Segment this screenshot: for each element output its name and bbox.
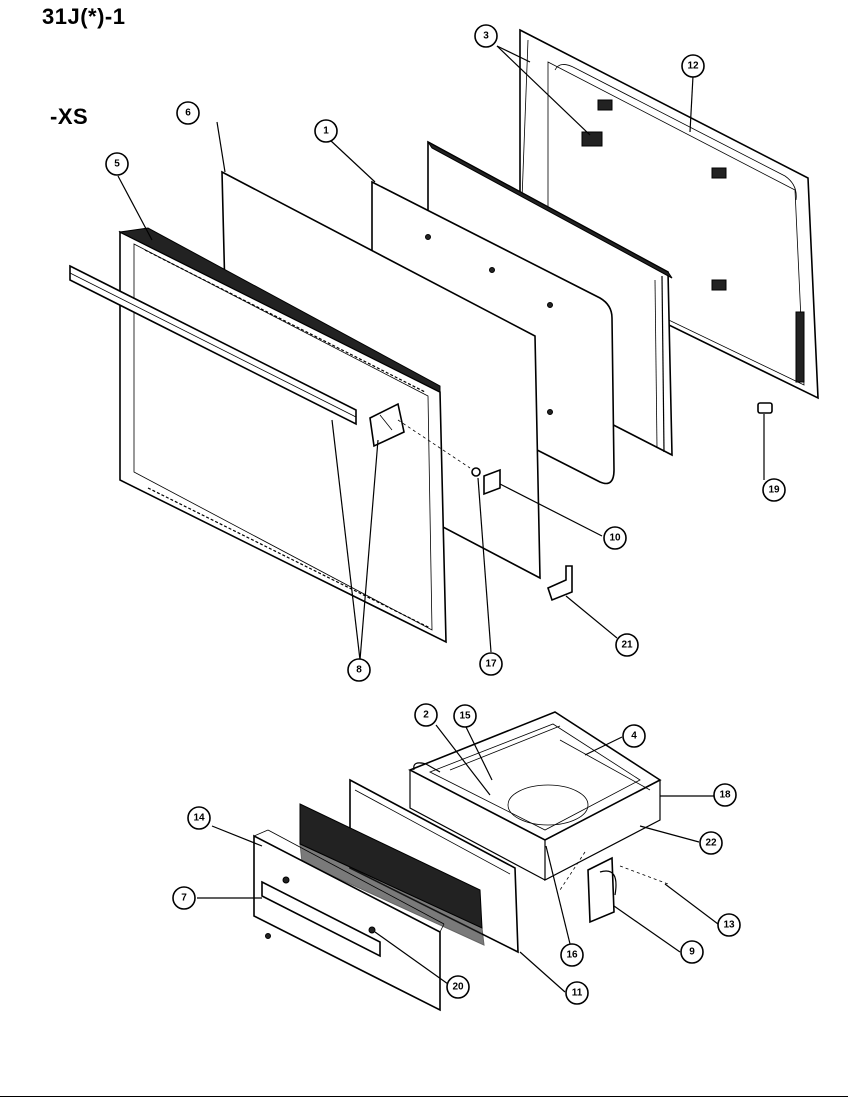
svg-text:3: 3 [483,31,489,42]
svg-text:20: 20 [452,982,464,993]
alignment-lines [397,419,669,891]
svg-text:12: 12 [687,61,699,72]
drawer-vent-grille [299,803,485,946]
callout-1: 1 [314,119,338,143]
leader-lines [117,45,765,993]
callout-5: 5 [105,152,129,176]
callout-6: 6 [176,101,200,125]
svg-text:2: 2 [423,710,429,721]
svg-text:8: 8 [356,665,362,676]
svg-text:11: 11 [572,988,583,999]
svg-text:6: 6 [185,108,191,119]
svg-text:16: 16 [566,950,578,961]
callouts: 1 2 3 4 5 6 7 8 9 10 11 12 13 14 15 16 1… [105,24,786,1005]
svg-text:18: 18 [719,790,731,801]
svg-text:15: 15 [459,711,471,722]
part-7-drawer-handle [261,876,381,958]
part-17-screw [471,467,481,477]
callout-12: 12 [681,54,705,78]
part-10-clip [483,468,501,496]
callout-22: 22 [699,831,723,855]
callout-14: 14 [187,806,211,830]
callout-16: 16 [560,943,584,967]
part-19-spacer [757,402,773,414]
callout-7: 7 [172,886,196,910]
model-suffix-label: -XS [50,104,89,129]
callout-15: 15 [453,704,477,728]
svg-text:5: 5 [114,159,120,170]
svg-text:4: 4 [631,731,637,742]
callout-19-lower: 20 [446,975,470,999]
part-14-drawer-front [253,829,445,1012]
svg-text:7: 7 [181,893,187,904]
callout-13: 13 [717,913,741,937]
callout-9: 9 [680,940,704,964]
svg-text:9: 9 [689,947,695,958]
callout-3: 3 [474,24,498,48]
part-9-side-bracket [587,856,617,924]
svg-text:21: 21 [621,640,633,651]
callout-17: 17 [479,652,503,676]
part-21-bracket [547,565,573,602]
callout-18: 18 [713,783,737,807]
callout-8: 8 [347,658,371,682]
svg-text:10: 10 [609,533,621,544]
callout-21: 21 [615,633,639,657]
callout-10: 10 [603,526,627,550]
bottom-rule [0,1096,848,1097]
svg-text:22: 22 [705,838,717,849]
part-4-drawer-body [408,711,662,881]
callout-2: 2 [414,703,438,727]
callout-11: 11 [565,981,589,1005]
callout-19-upper: 19 [762,478,786,502]
door-handle-bar [69,264,357,426]
svg-text:14: 14 [193,813,205,824]
model-number-label: 31J(*)-1 [42,4,126,29]
callout-4: 4 [622,724,646,748]
svg-text:19: 19 [768,485,780,496]
part-12-door-liner [519,28,819,400]
svg-text:17: 17 [485,659,497,670]
svg-text:13: 13 [723,920,735,931]
part-8-handle-endcap [369,402,405,448]
svg-text:1: 1 [323,126,329,137]
